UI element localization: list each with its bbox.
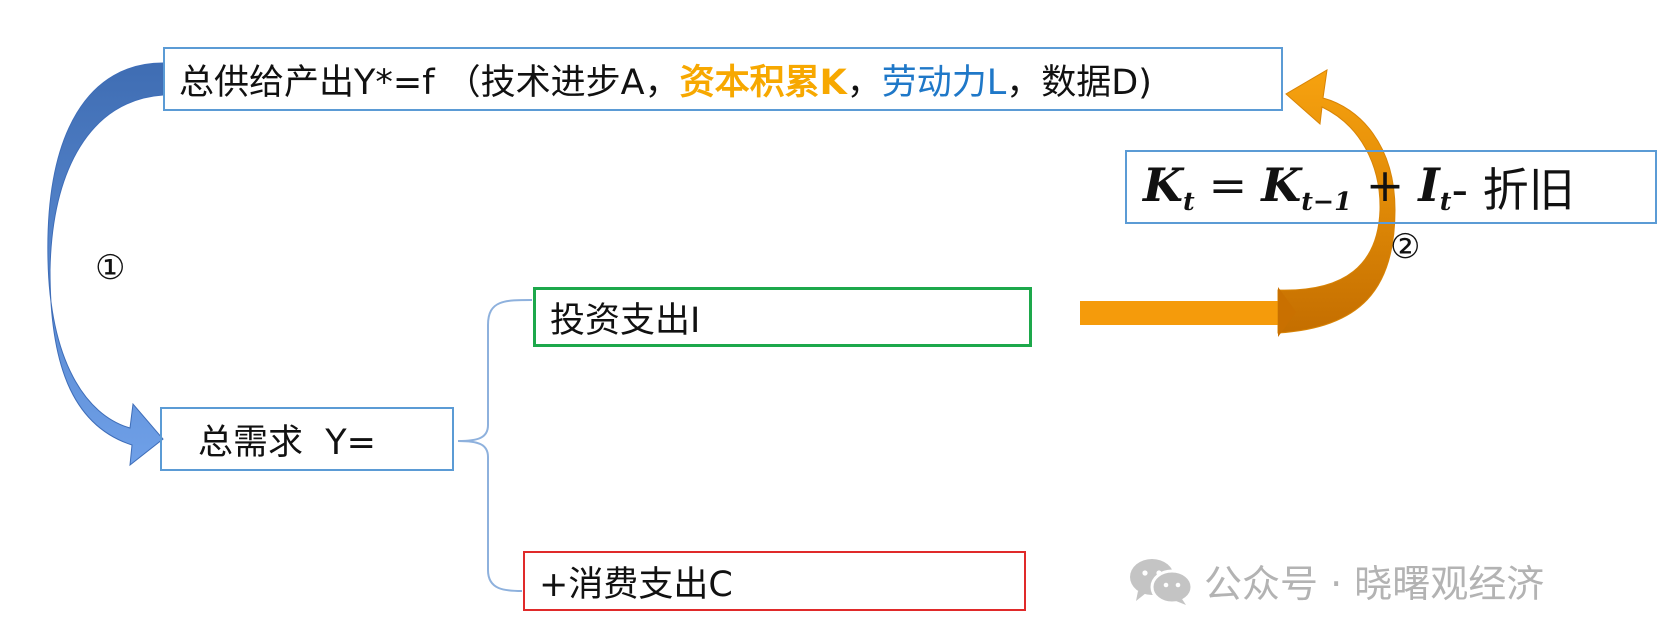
formula-k-sub: t (1182, 185, 1195, 216)
formula-k-prev-sub: t−1 (1301, 185, 1352, 216)
formula-depreciation: - 折旧 (1451, 163, 1575, 217)
step-1-marker: ① (95, 248, 126, 288)
investment-arrowhead (1278, 287, 1296, 337)
watermark: 公众号 · 晓曙观经济 (1128, 553, 1544, 608)
formula-k-prev: K (1261, 158, 1302, 213)
formula-equals: = (1208, 158, 1248, 213)
step-2-marker: ② (1390, 227, 1421, 267)
capital-formula-box: Kt=Kt−1+It - 折旧 (1125, 150, 1657, 224)
supply-suffix: ，数据D) (1006, 62, 1152, 103)
aggregate-supply-box: 总供给产出Y*=f （技术进步A，资本积累K，劳动力L，数据D) (163, 47, 1283, 111)
supply-prefix: 总供给产出Y*=f （技术进步A， (179, 62, 680, 103)
formula-i: I (1418, 158, 1440, 213)
wechat-icon (1130, 558, 1194, 605)
capital-equation: Kt=Kt−1+It (1143, 158, 1451, 216)
investment-to-capital-arrow (1277, 69, 1396, 334)
capital-accumulation-label: 资本积累K (679, 62, 847, 103)
investment-label: 投资支出I (550, 300, 701, 341)
consumption-spending-box: +消费支出C (523, 551, 1026, 611)
formula-plus: + (1365, 158, 1405, 213)
labor-label: 劳动力L (881, 62, 1007, 103)
investment-spending-box: 投资支出I (533, 287, 1032, 347)
formula-i-sub: t (1439, 185, 1452, 216)
consumption-label: +消费支出C (539, 564, 733, 605)
investment-arrow-shaft (1080, 301, 1280, 325)
supply-separator: ， (846, 62, 882, 103)
formula-k: K (1143, 158, 1183, 213)
demand-brace (457, 299, 533, 592)
demand-label: 总需求 Y= (198, 422, 376, 463)
supply-to-demand-arrow (47, 62, 164, 467)
aggregate-demand-box: 总需求 Y= (160, 407, 454, 471)
watermark-text: 公众号 · 晓曙观经济 (1204, 562, 1545, 606)
